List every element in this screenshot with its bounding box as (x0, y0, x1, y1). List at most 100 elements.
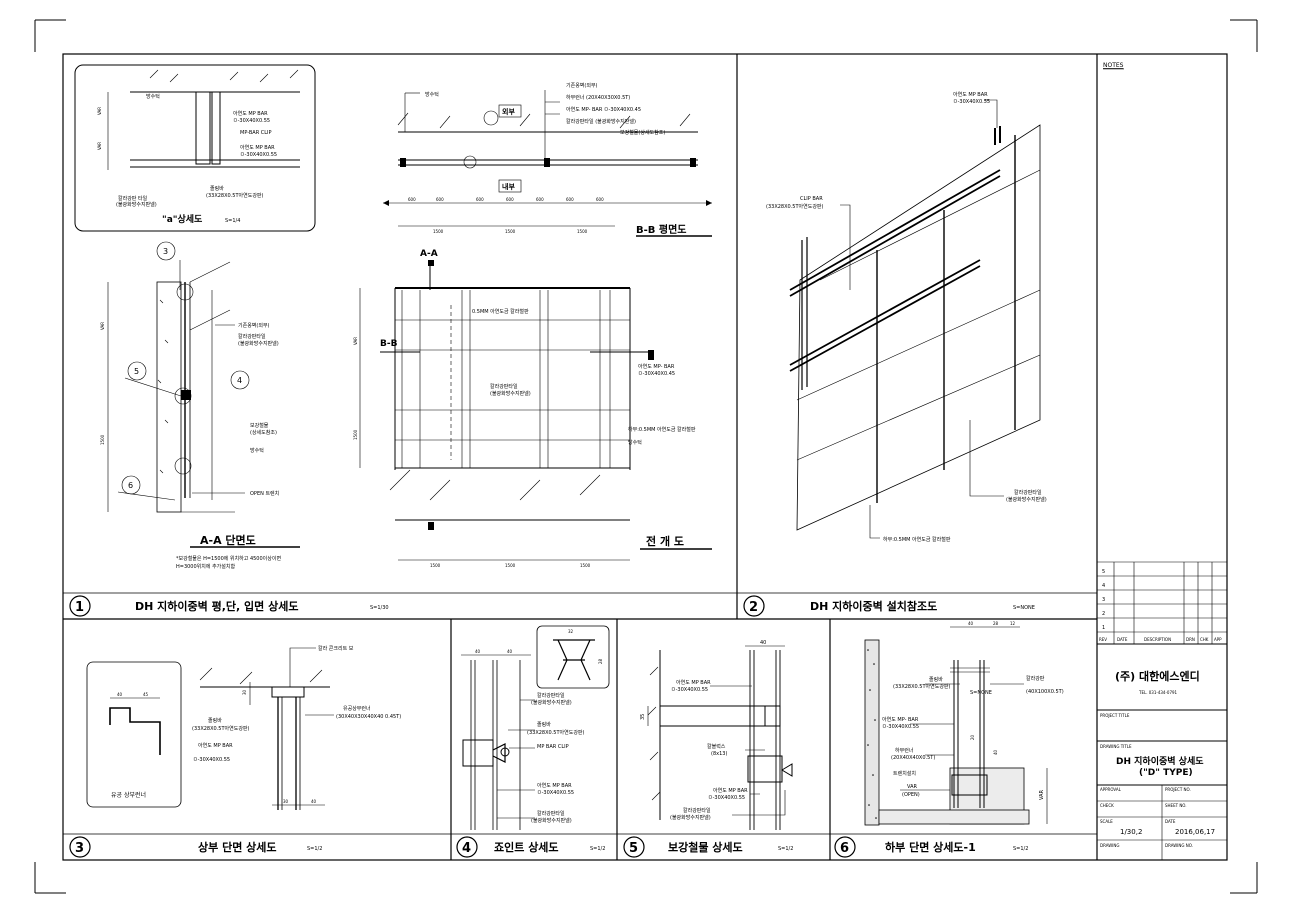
detail-a-label-1: 아연도 MP BAR (233, 110, 268, 117)
p4-label-2: 졸링바 (537, 721, 551, 728)
elev-dim-2: 1500 (580, 563, 591, 568)
drawing-title-1: DH 지하이중벽 상세도 (1116, 755, 1204, 767)
elev-label-1: 아연도 MP- BAR (638, 363, 675, 370)
p3-dim-6: 30 (242, 689, 247, 695)
p4-label-3: (33X28X0.5T아연도강판) (527, 729, 585, 736)
bb-label-5: 보강철물(상세도참조) (620, 129, 665, 136)
rev-row-2: 2 (1102, 611, 1105, 617)
p6-label-5: 아연도 MP- BAR (882, 716, 919, 723)
p6-label-2: S=NONE (970, 690, 992, 696)
p3-dim-0: 40 (117, 692, 123, 697)
p4-dim-1: 40 (507, 649, 513, 654)
elev-dim-var: VAR (353, 337, 358, 345)
bb-label-0: 방수턱 (425, 91, 439, 98)
scale-label: SCALE (1100, 819, 1113, 824)
install-label-3: (33X28X0.5T아연도강판) (766, 203, 824, 210)
aa-label-1: 칼라강판타일 (238, 333, 266, 340)
approval-label: APPROVAL (1100, 787, 1122, 792)
date-value: 2016,06,17 (1175, 828, 1215, 836)
panel-4-scale: S=1/2 (590, 846, 605, 852)
p3-label-4: (33X28X0.5T아연도강판) (192, 725, 250, 732)
p5-label-4: 아연도 MP BAR (713, 787, 748, 794)
p5-dim-1: 35 (640, 714, 646, 720)
detail-a-label-2: ㅁ-30X40X0.55 (233, 118, 270, 124)
p3-dim-1: 45 (143, 692, 149, 697)
scale-value: 1/30,2 (1120, 828, 1142, 836)
p4-label-1: (불광화방수지판넬) (531, 699, 572, 706)
bb-dim-0: 600 (408, 197, 416, 202)
callout-3-text: 3 (163, 247, 168, 256)
rev-header-description: DESCRIPTION (1144, 637, 1171, 642)
p4-dim-0: 40 (475, 649, 481, 654)
aa-label-5: 방수턱 (250, 447, 264, 454)
install-reference: 아연도 MP BAR ㅁ-30X40X0.55 CLIP BAR (33X28X… (766, 91, 1047, 543)
panel-5-title: 보강철물 상세도 (668, 840, 743, 854)
bb-dim-4: 600 (536, 197, 544, 202)
panel-3-title: 상부 단면 상세도 (198, 840, 277, 854)
install-label-5: (불광화방수지판넬) (1006, 496, 1047, 503)
rev-header-chk: CHK (1200, 637, 1209, 642)
rev-header-drn: DRN (1186, 637, 1195, 642)
panel-6-title: 하부 단면 상세도-1 (885, 840, 976, 854)
callout-3 (156, 241, 176, 261)
bb-dim-3: 600 (506, 197, 514, 202)
p4-dim-3: 28 (598, 658, 603, 664)
rev-row-5: 5 (1102, 569, 1105, 575)
elev-label-5: 하부:0.5MM 아연도금 칼라철판 (628, 426, 696, 433)
panel-4-number-circle (456, 836, 478, 858)
install-label-1: ㅁ-30X40X0.55 (953, 99, 990, 105)
bb-label-4: 칼라강판타일 (불광화방수지판넬) (566, 118, 636, 125)
p5-label-3: (8x13) (711, 751, 727, 757)
aa-dim-var: VAR (100, 322, 105, 330)
panel-3-number-circle (69, 836, 91, 858)
aa-label-2: (불광화방수지판넬) (238, 340, 279, 347)
p6-dim-2: 12 (1010, 621, 1016, 626)
p5-label-0: 아연도 MP BAR (676, 679, 711, 686)
p3-label-1: 유공상부런너 (343, 705, 371, 712)
detail-a-scale: S=1/4 (225, 218, 240, 224)
panel-1-number: 1 (75, 600, 84, 615)
callout-6: 6 (128, 481, 133, 490)
top-section-detail: 40 45 유공 상부런너 30 30 40 칼라 콘크리트 보 유공상부런너 … (86, 645, 401, 810)
drawing-title-2: ("D" TYPE) (1139, 768, 1193, 778)
p5-dim-0: 40 (760, 640, 766, 646)
drawing-no-label: DRAWING NO. (1165, 843, 1193, 848)
install-label-0: 아연도 MP BAR (953, 91, 988, 98)
p5-label-1: ㅁ-30X40X0.55 (671, 687, 708, 693)
bb-label-3: 아연도 MP- BAR ㅁ-30X40X0.45 (566, 106, 641, 113)
bottom-section-detail: 40 28 12 20 40 VAR 졸링바 (33X28X0.5T아연도강판)… (864, 621, 1064, 826)
panel-2-number-circle (743, 595, 765, 617)
p6-dim-1: 28 (993, 621, 999, 626)
section-b-marker: B-B (380, 339, 398, 349)
bb-dim-b1: 1500 (505, 229, 516, 234)
rev-header-rev: REV (1099, 637, 1107, 642)
detail-a-label-6: 칼라강판 타일 (118, 195, 148, 202)
section-a-marker: A-A (420, 249, 438, 259)
p3-label-3: 졸링바 (208, 717, 222, 724)
rev-header-app: APP (1214, 637, 1222, 642)
title-block: NOTES 5 4 3 2 1 REV DATE DESCRIPTION DRN… (1097, 62, 1227, 860)
install-label-4: 칼라강판타일 (1014, 489, 1042, 496)
panel-2-scale: S=NONE (1013, 605, 1035, 611)
p6-dim-5: VAR (1039, 789, 1045, 800)
panel-5-scale: S=1/2 (778, 846, 793, 852)
section-aa: 3 VAR 1500 5 4 6 기존옹벽(외부) 칼라강판타일 (불광화방수지… (100, 241, 300, 570)
p6-label-10: VAR (907, 784, 918, 790)
sheet-no-label: SHEET NO. (1165, 803, 1187, 808)
panel-1-number-circle (69, 595, 91, 617)
p4-label-4: MP BAR CLIP (537, 744, 569, 750)
aa-note-2: H=3000위치에 추가설치함 (176, 563, 235, 570)
install-label-2: CLIP BAR (800, 196, 823, 202)
p4-label-0: 칼라강판타일 (537, 692, 565, 699)
rev-row-4: 4 (1102, 583, 1105, 589)
elev-label-0: 0.5MM 아연도금 칼라철판 (472, 308, 529, 315)
bb-label-1: 기존옹벽(외부) (566, 82, 598, 89)
panel-6-number: 6 (840, 841, 849, 856)
plan-bb: 외부 내부 600 600 600 600 600 600 600 1500 1… (383, 82, 712, 237)
aa-label-4: (상세도참조) (250, 429, 277, 436)
svg-text:VAR: VAR (97, 107, 102, 115)
p6-dim-3: 20 (970, 734, 975, 740)
project-no-label: PROJECT NO. (1165, 787, 1191, 792)
p5-label-5: ㅁ-30X40X0.55 (708, 795, 745, 801)
bb-dim-b2: 1500 (577, 229, 588, 234)
